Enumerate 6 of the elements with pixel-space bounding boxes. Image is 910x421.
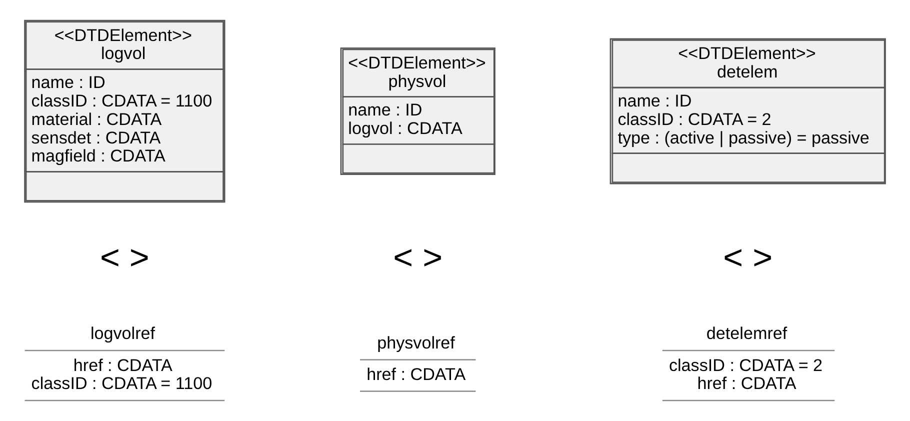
label: < >	[393, 238, 443, 277]
node-text: physvolref href : CDATA	[366, 333, 466, 384]
label: < >	[723, 238, 773, 277]
label: < >	[100, 238, 150, 277]
node-text: logvolref href : CDATA classID : CDATA = 1100	[31, 324, 212, 394]
node-text: detelemref classID : CDATA = 2 href : CDATA	[668, 324, 823, 394]
